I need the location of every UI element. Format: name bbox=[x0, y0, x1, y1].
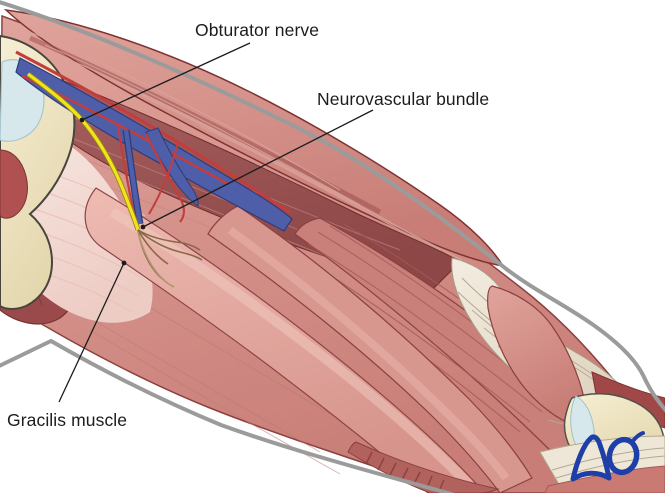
femoral-artery-upper bbox=[15, 50, 291, 215]
leader-lines bbox=[58, 42, 374, 403]
ao-logo: AO bbox=[570, 431, 645, 482]
gracilis-muscle-label: Gracilis muscle bbox=[7, 410, 128, 430]
gracilis-muscle-leader-line bbox=[58, 262, 125, 403]
gracilis-muscle-pointer-dot bbox=[121, 260, 127, 266]
artery-branch bbox=[145, 133, 185, 223]
neurovascular-bundle-branches bbox=[116, 125, 199, 225]
neurovascular-bundle-leader-line bbox=[142, 109, 374, 228]
skin-outline-top bbox=[0, 0, 665, 413]
neurovascular-bundle-pointer-dot bbox=[140, 224, 146, 230]
ao-logo-tail bbox=[630, 431, 645, 444]
vein-branch bbox=[123, 129, 143, 225]
acetabulum bbox=[0, 149, 28, 219]
obturator-nerve-label: Obturator nerve bbox=[195, 20, 320, 40]
obturator-nerve-pointer-dot bbox=[79, 117, 85, 123]
ao-logo-letter-a bbox=[570, 434, 612, 482]
vein-branch-wide bbox=[145, 127, 199, 207]
hip-bone bbox=[0, 34, 76, 310]
obturator-nerve bbox=[26, 72, 203, 288]
obturator-nerve-leader-line bbox=[81, 42, 251, 121]
sartorius-muscle-band bbox=[207, 205, 533, 493]
nerve-twigs bbox=[137, 229, 203, 288]
ao-logo-letter-o bbox=[606, 436, 640, 476]
artery-branch bbox=[148, 141, 179, 215]
neurovascular-bundle-label: Neurovascular bundle bbox=[317, 89, 490, 109]
skin-outline-bottom bbox=[0, 338, 455, 493]
